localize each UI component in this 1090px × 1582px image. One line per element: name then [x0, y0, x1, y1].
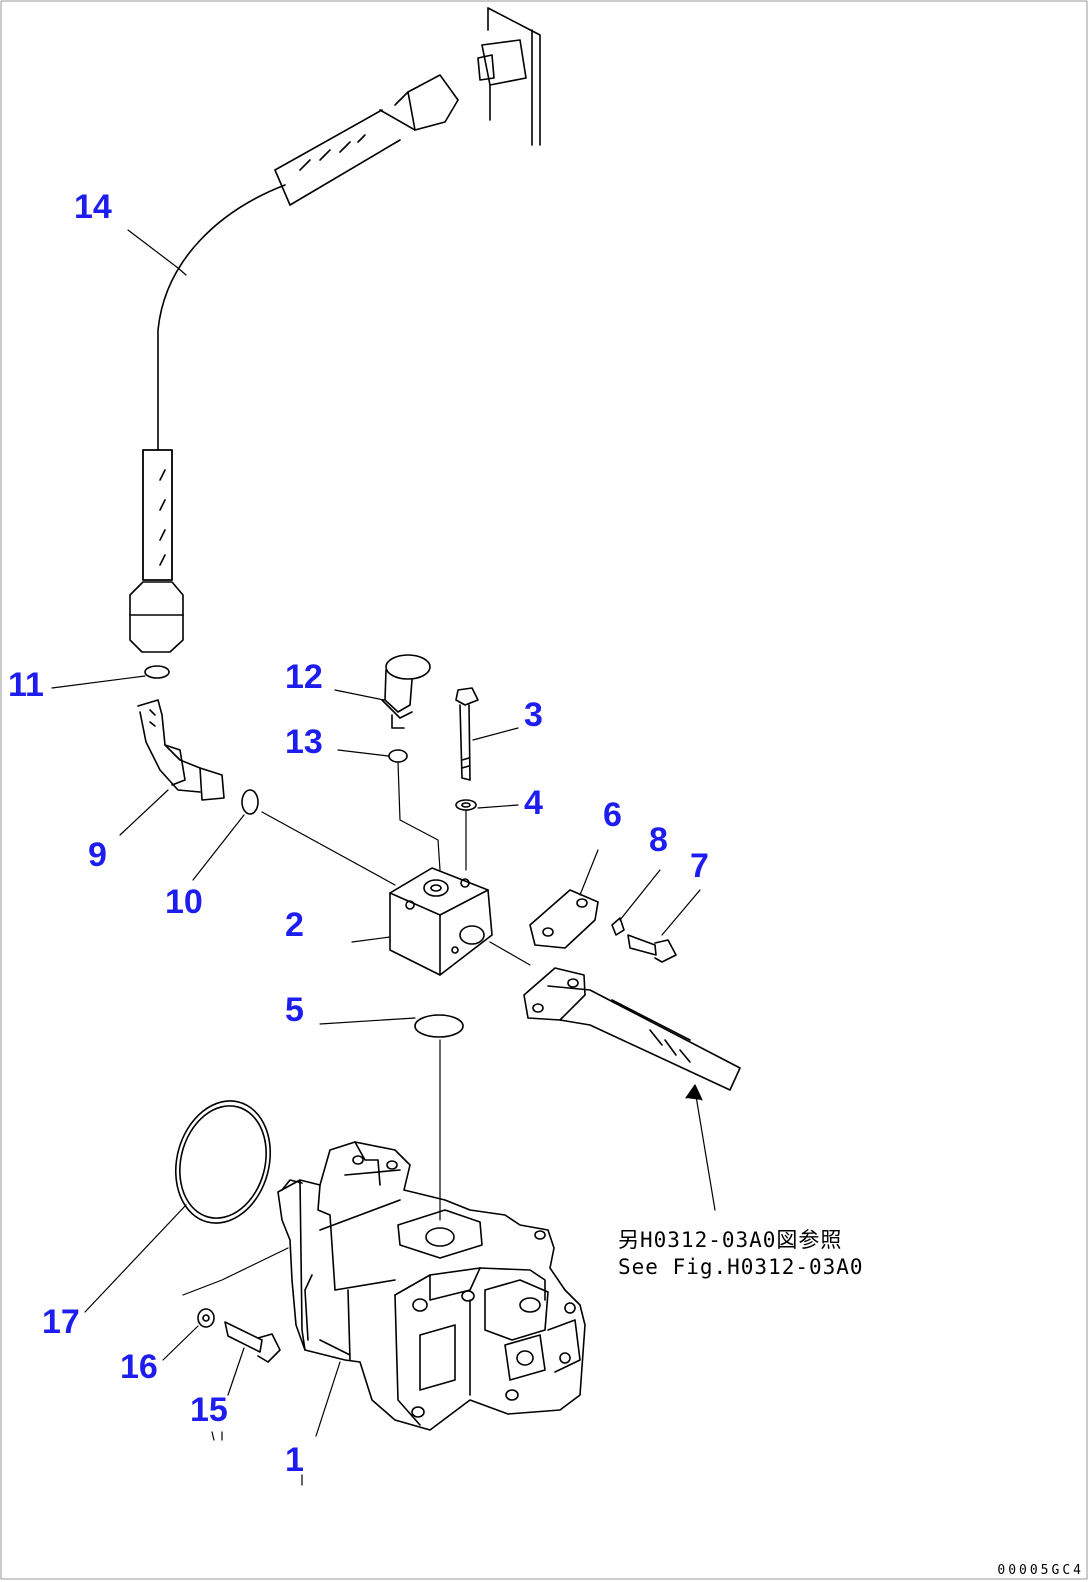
washer-16 — [198, 1309, 214, 1327]
callout-10: 10 — [165, 883, 203, 921]
reference-note-jp: 另H0312-03A0図参照 — [618, 1228, 843, 1252]
hydraulic-pump-1 — [278, 1142, 585, 1430]
elbow-fitting-9 — [138, 700, 224, 800]
bolt-3 — [456, 688, 478, 780]
callout-17: 17 — [42, 1303, 80, 1341]
reference-note-en: See Fig.H0312-03A0 — [618, 1255, 864, 1279]
callout-5: 5 — [285, 991, 304, 1029]
lock-washer-8 — [612, 918, 624, 935]
washer-4 — [456, 800, 476, 810]
callout-11: 11 — [8, 666, 44, 704]
reference-note: 另H0312-03A0図参照 See Fig.H0312-03A0 — [618, 1227, 864, 1281]
mounting-bracket — [478, 8, 540, 145]
o-ring-5 — [415, 1015, 463, 1037]
o-ring-10 — [242, 790, 258, 814]
callout-7: 7 — [690, 847, 709, 885]
adapter-block-2 — [390, 868, 492, 975]
callout-14: 14 — [74, 188, 112, 226]
o-ring-13 — [389, 750, 407, 762]
callout-6: 6 — [603, 796, 622, 834]
bolt-7 — [628, 935, 676, 962]
callout-4: 4 — [524, 784, 543, 822]
elbow-fitting-12 — [382, 655, 430, 728]
callout-13: 13 — [285, 723, 323, 761]
callout-3: 3 — [524, 696, 543, 734]
o-ring-17 — [163, 1090, 284, 1234]
pipe-with-flange — [524, 968, 740, 1090]
leader-lines — [52, 230, 715, 1485]
callout-15: 15 — [190, 1391, 228, 1429]
callout-1: 1 — [285, 1441, 304, 1479]
callout-2: 2 — [285, 906, 304, 944]
bolt-15 — [225, 1322, 280, 1362]
callout-9: 9 — [88, 836, 107, 874]
callout-16: 16 — [120, 1348, 158, 1386]
hose-14 — [130, 75, 458, 652]
callout-8: 8 — [649, 821, 668, 859]
o-ring-11 — [145, 666, 169, 678]
figure-code: 00005GC4 — [997, 1563, 1084, 1578]
callout-12: 12 — [285, 658, 323, 696]
split-flange-6 — [530, 890, 598, 948]
